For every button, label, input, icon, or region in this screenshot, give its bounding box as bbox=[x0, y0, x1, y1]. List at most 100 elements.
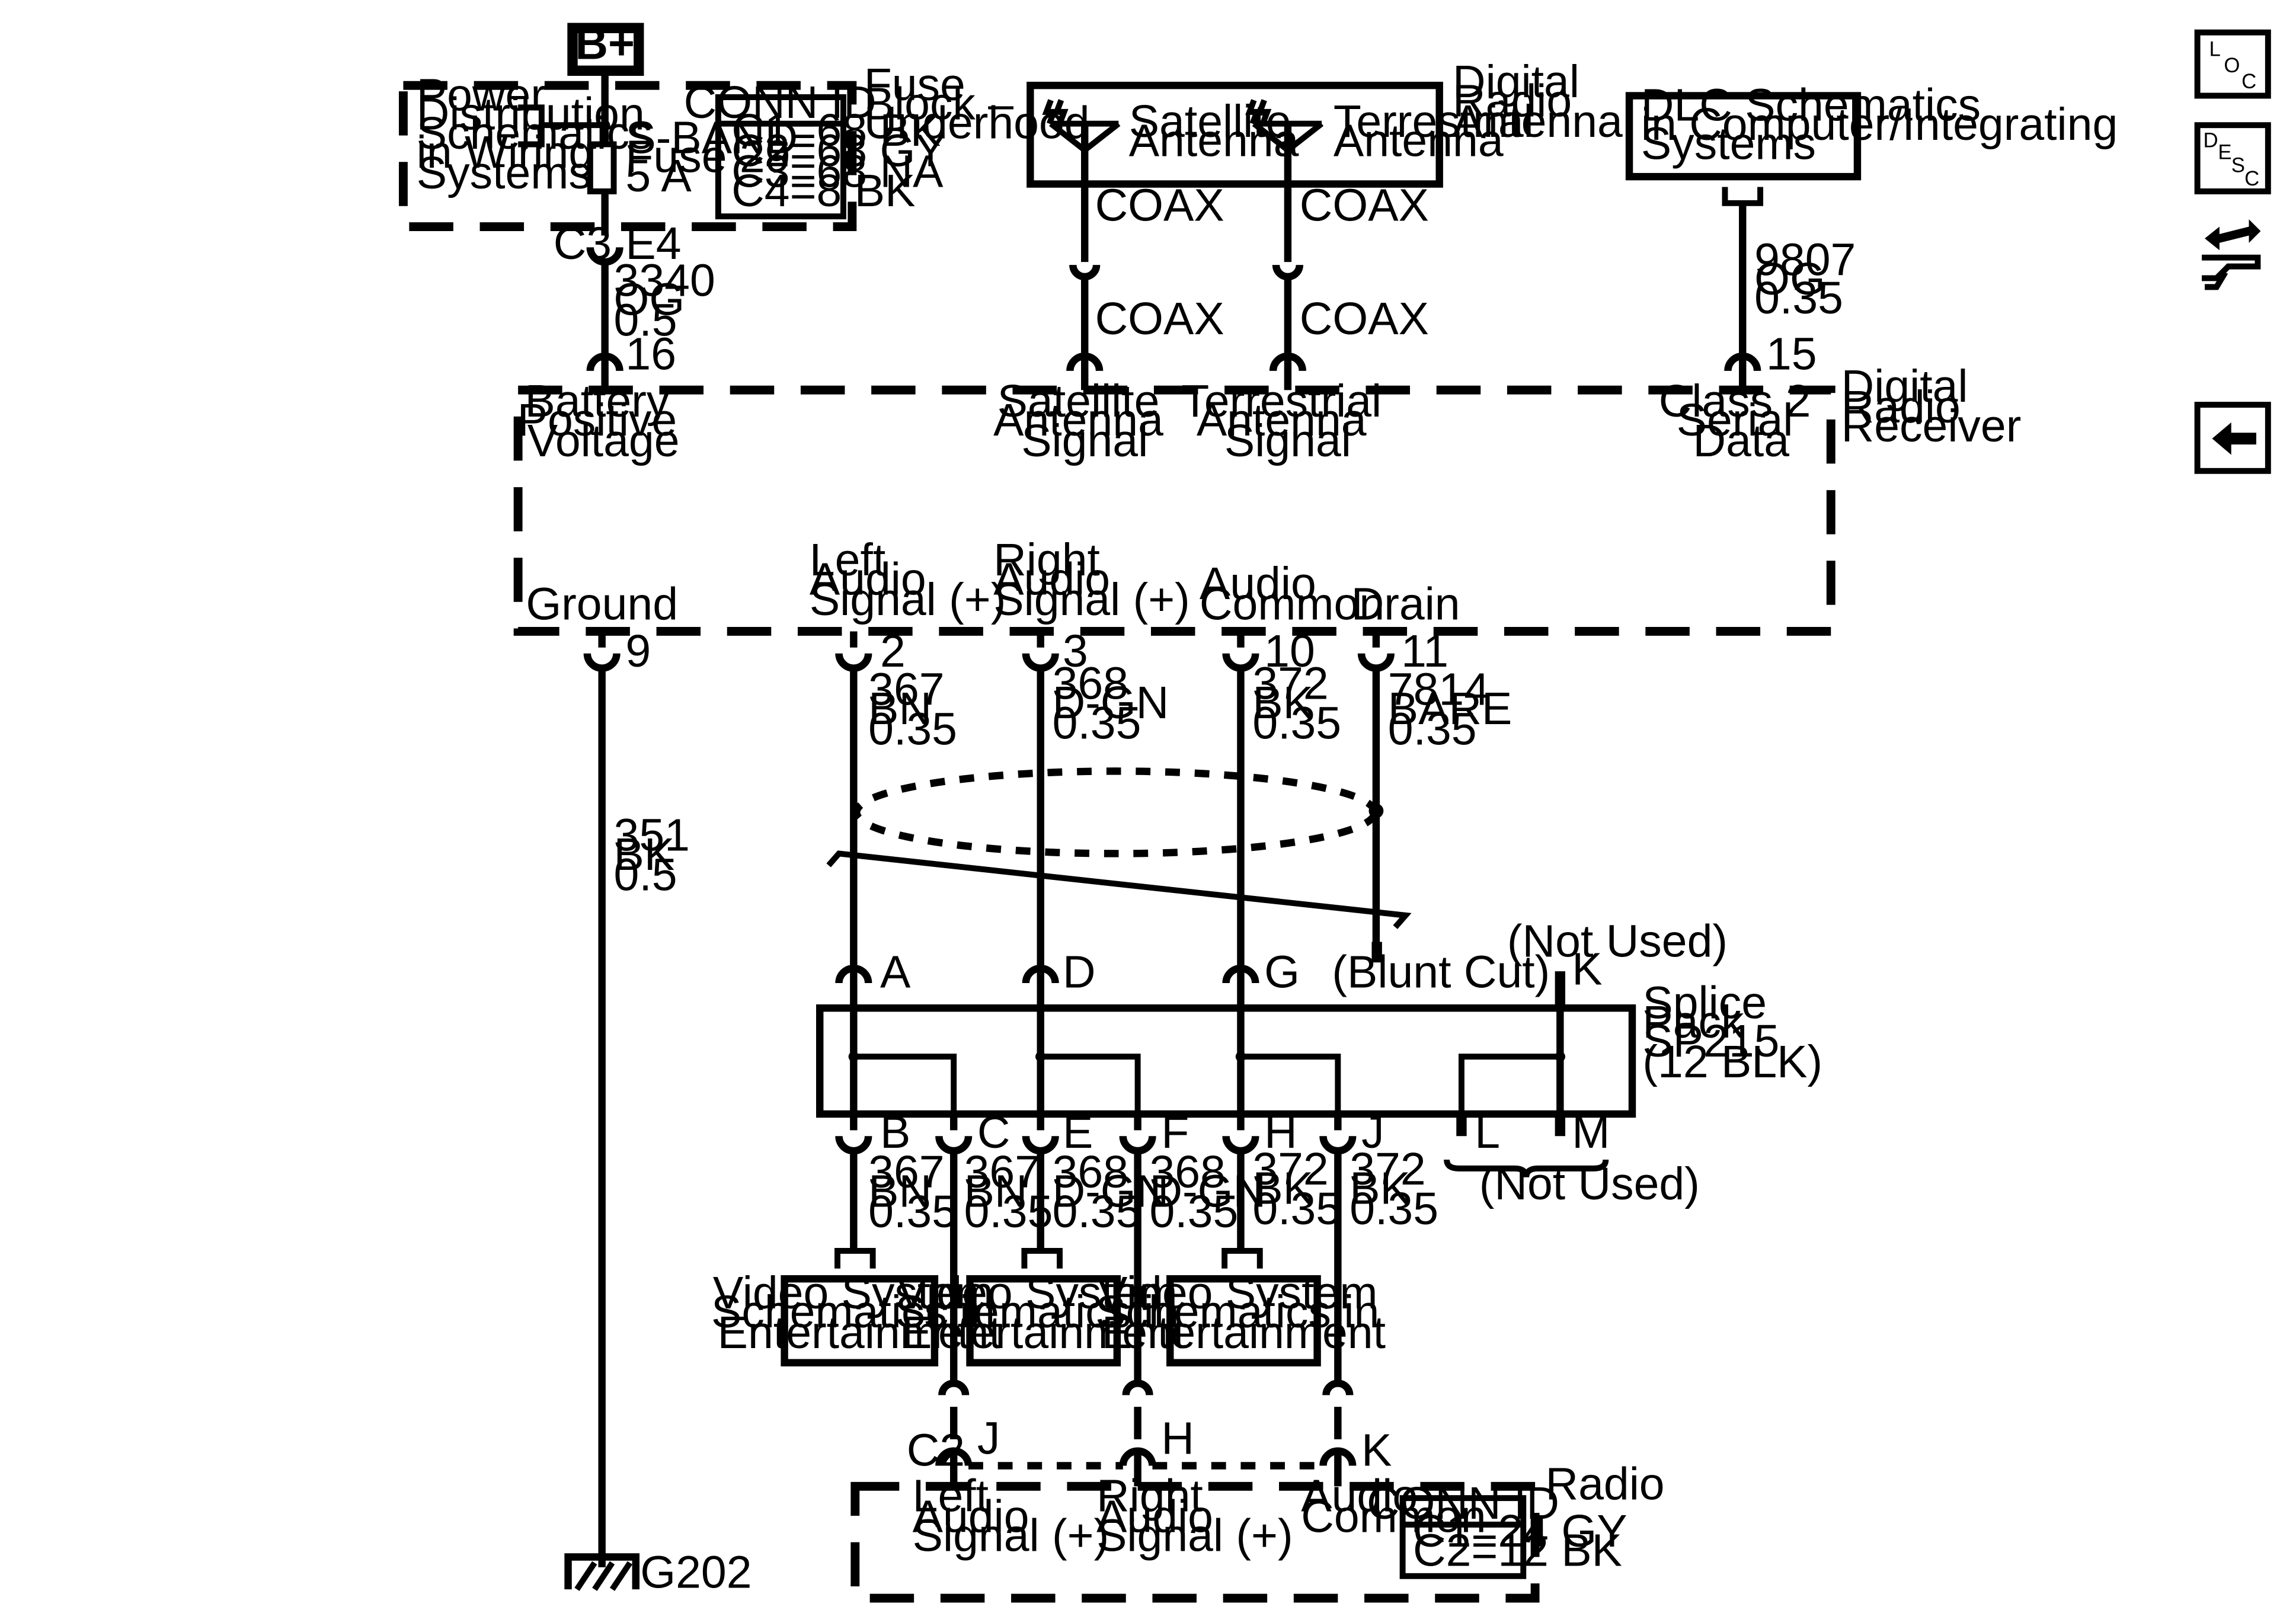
wire-3340-label: 3340 OG 0.5 bbox=[614, 255, 728, 345]
video-ref-box-3 bbox=[1166, 1275, 1321, 1366]
shield-break-line bbox=[826, 850, 1412, 929]
back-arrow-icon[interactable] bbox=[2194, 402, 2271, 474]
blunt-cut-end bbox=[1371, 942, 1382, 963]
splice-pack-label: Splice Pack SP215 (12 BLK) bbox=[1642, 978, 1822, 1087]
splice-pack-sp215 bbox=[816, 1004, 1636, 1118]
pin-l-label: L bbox=[1475, 1107, 1500, 1158]
splice-pack-internal-wiring bbox=[848, 1008, 1566, 1115]
loc-icon[interactable]: L O C bbox=[2194, 29, 2271, 99]
ground-label: Ground bbox=[526, 579, 678, 630]
coax-label-sat-upper: COAX bbox=[1095, 180, 1224, 231]
video-ref-label-3: Video System Schematics in Entertainment bbox=[1095, 1267, 1392, 1358]
shield-ellipse bbox=[853, 767, 1379, 857]
receiver-title: Digital Radio Receiver bbox=[1841, 361, 2022, 452]
desc-icon[interactable]: D E S C bbox=[2194, 122, 2271, 194]
radio-title: Radio bbox=[1546, 1459, 1665, 1510]
radio-conn-id-box bbox=[1399, 1495, 1527, 1579]
svg-text:L: L bbox=[2209, 38, 2220, 60]
terrestrial-coax-connector bbox=[1272, 264, 1303, 281]
radio-module bbox=[850, 1481, 1540, 1603]
svg-text:S: S bbox=[2231, 155, 2245, 177]
pin-h-label: H bbox=[1264, 1107, 1297, 1158]
satellite-antenna-label: Satellite Antenna bbox=[1129, 96, 1304, 166]
pin-11-label: 11 bbox=[1401, 626, 1448, 677]
video-ref-label-1: Video System Schematics in Entertainment bbox=[711, 1267, 1008, 1358]
video-ref-box-2 bbox=[966, 1275, 1121, 1366]
fuse-block-conn-id-rows: C1=68 BK C2=68 GY C3=68 NA C4=8 BK bbox=[731, 105, 958, 216]
satellite-antenna-icon bbox=[1042, 99, 1121, 263]
pin-b-label: B bbox=[880, 1107, 910, 1158]
connector-c3-label: C3 bbox=[554, 218, 612, 269]
digital-radio-receiver bbox=[513, 385, 1835, 636]
radio-left-audio-label: Left Audio Signal (+) bbox=[913, 1471, 1109, 1561]
drain-label: Drain bbox=[1351, 579, 1460, 630]
radio-pin-h-label: H bbox=[1161, 1413, 1194, 1464]
svg-text:D: D bbox=[2204, 129, 2218, 152]
pin-3-label: 3 bbox=[1063, 626, 1088, 677]
wire-351-label: 351 BK 0.5 bbox=[614, 809, 703, 900]
pin-m-label: M bbox=[1572, 1107, 1610, 1158]
video-ref-box-1 bbox=[781, 1275, 939, 1366]
audio-common-label: Audio Common bbox=[1200, 558, 1384, 630]
pin-e4-label: E4 bbox=[625, 218, 681, 269]
blunt-cut-label: (Blunt Cut) bbox=[1332, 946, 1550, 997]
pin-15-label: 15 bbox=[1766, 328, 1817, 379]
wire-372-label-j: 372 BK 0.35 bbox=[1350, 1144, 1438, 1234]
wire-9807-label: 9807 OG 0.35 bbox=[1754, 235, 1869, 324]
coax-label-ter-upper: COAX bbox=[1300, 180, 1429, 231]
power-distribution-ref: Power Distribution Schematics in Wiring … bbox=[417, 69, 665, 199]
radio-inline-connectors bbox=[935, 1379, 1357, 1487]
radio-conn-id-rows: C1=24 GY C2=12 BK bbox=[1413, 1506, 1640, 1576]
wire-367-label-b: 367 BN 0.35 bbox=[868, 1147, 957, 1237]
radio-connector-c2-label: C2 bbox=[907, 1425, 965, 1476]
radio-pin-j-label: J bbox=[977, 1413, 1000, 1464]
wire-367-label-upper: 367 BN 0.35 bbox=[868, 664, 957, 755]
fuse-block bbox=[398, 81, 857, 232]
antenna-title: Digital Radio Antenna bbox=[1453, 56, 1623, 147]
connector-view-icon[interactable] bbox=[2202, 219, 2261, 290]
digital-radio-antenna-box bbox=[1027, 81, 1443, 188]
splice-pack-bottom-connectors bbox=[835, 1114, 1566, 1155]
svg-text:O: O bbox=[2224, 55, 2240, 77]
terrestrial-antenna-icon bbox=[1245, 99, 1324, 263]
battery-positive-voltage-label: Battery Positive Voltage bbox=[517, 376, 690, 466]
svg-text:E: E bbox=[2218, 141, 2231, 164]
fuse-block-conn-id-box bbox=[715, 94, 846, 220]
satellite-coax-connector bbox=[1069, 264, 1101, 281]
ground-point-label: G202 bbox=[640, 1547, 752, 1598]
pin-d-label: D bbox=[1063, 946, 1096, 997]
svg-text:C: C bbox=[2244, 168, 2259, 190]
pin-9-label: 9 bbox=[625, 626, 651, 677]
pin-c-label: C bbox=[977, 1107, 1011, 1158]
pin-f-label: F bbox=[1161, 1107, 1189, 1158]
class2-serial-data-label: Class 2 Serial Data bbox=[1659, 376, 1824, 466]
wire-372-label-upper: 372 BK 0.35 bbox=[1252, 658, 1341, 749]
left-audio-label: Left Audio Signal (+) bbox=[810, 534, 1006, 625]
coax-label-sat-lower: COAX bbox=[1095, 293, 1224, 344]
wire-368-label-f: 368 D-GN 0.35 bbox=[1149, 1147, 1278, 1237]
terrestrial-antenna-signal-label: Terrestrial Antenna Signal bbox=[1181, 376, 1394, 466]
terrestrial-antenna-label: Terrestrial Antenna bbox=[1334, 96, 1546, 166]
svg-text:C: C bbox=[2241, 71, 2256, 93]
dlc-schematics-ref bbox=[1625, 92, 1862, 181]
dlc-label: DLC Schematics in Computer/Integrating S… bbox=[1641, 80, 2131, 169]
pin-j-label: J bbox=[1361, 1107, 1384, 1158]
splice-pack-top-connectors bbox=[835, 965, 1566, 1009]
drain-splice-dot bbox=[1368, 804, 1384, 818]
wire-367-label-c: 367 BN 0.35 bbox=[964, 1147, 1053, 1237]
pin-16-connector bbox=[586, 352, 623, 372]
not-used-bottom-label: (Not Used) bbox=[1479, 1158, 1700, 1209]
right-audio-label: Right Audio Signal (+) bbox=[993, 534, 1190, 625]
battery-label: B+ bbox=[575, 18, 635, 69]
not-used-brace bbox=[1444, 1159, 1609, 1178]
radio-right-audio-label: Right Audio Signal (+) bbox=[1096, 1471, 1293, 1561]
pin-a-label: A bbox=[880, 946, 911, 997]
radio-conn-id-title: CONN ID bbox=[1367, 1478, 1559, 1529]
radio-audio-common-label: Audio Common bbox=[1301, 1471, 1486, 1542]
wire-7814-label: 7814 BARE 0.35 bbox=[1388, 664, 1525, 755]
wire-368-label-e: 368 D-GN 0.35 bbox=[1053, 1147, 1182, 1237]
radio-pin-k-label: K bbox=[1361, 1425, 1392, 1476]
satellite-antenna-signal-label: Satellite Antenna Signal bbox=[993, 376, 1176, 466]
wire-372-label-h: 372 BK 0.35 bbox=[1252, 1144, 1341, 1234]
pin-g-label: G bbox=[1264, 946, 1300, 997]
